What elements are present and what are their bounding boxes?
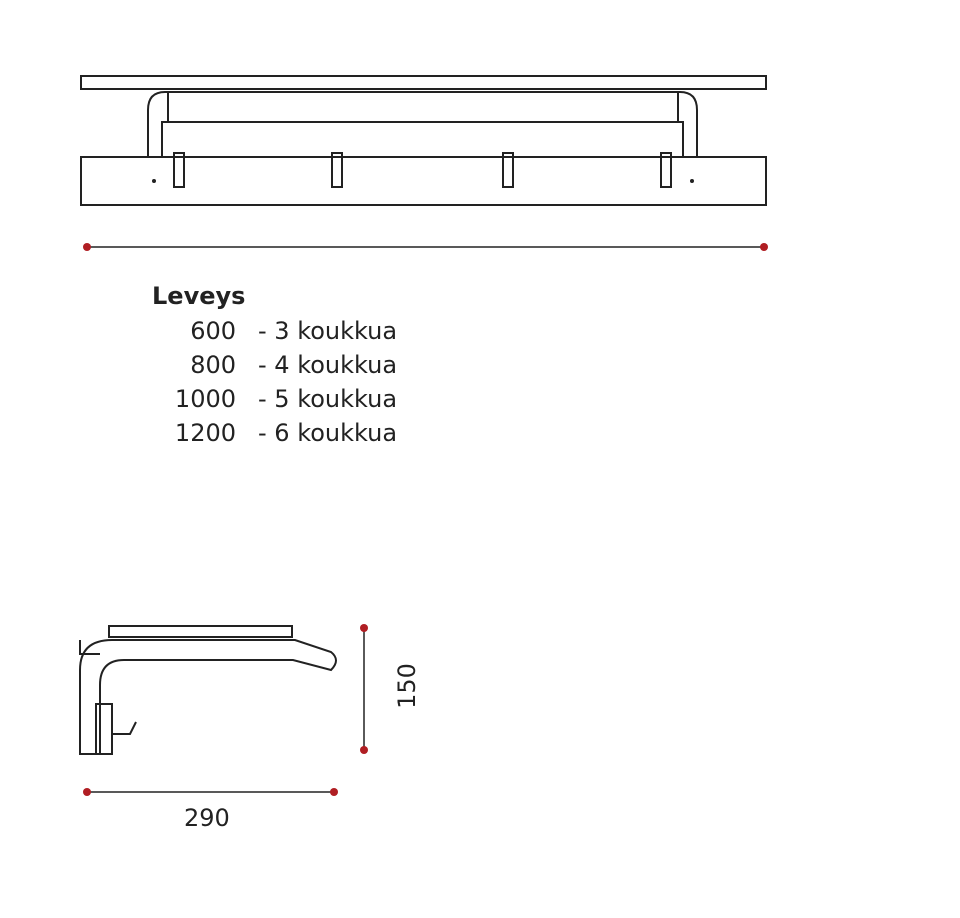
hook xyxy=(660,152,672,188)
depth-dimension xyxy=(83,788,338,796)
dimension-dot xyxy=(360,746,368,754)
spec-hooks: - 3 koukkua xyxy=(258,317,398,345)
spec-row: 600 - 3 koukkua xyxy=(152,314,397,348)
front-shelf-top xyxy=(80,75,767,90)
spec-hooks: - 4 koukkua xyxy=(258,351,398,379)
spec-width: 800 xyxy=(190,351,236,379)
height-dimension xyxy=(360,624,368,754)
width-spec-table: Leveys 600 - 3 koukkua 800 - 4 koukkua 1… xyxy=(152,282,397,450)
spec-hooks: - 5 koukkua xyxy=(258,385,398,413)
depth-label: 290 xyxy=(184,804,230,832)
dimension-dot xyxy=(83,243,91,251)
hook xyxy=(331,152,343,188)
screw-hole-right xyxy=(690,179,694,183)
hook xyxy=(173,152,185,188)
spec-width: 600 xyxy=(190,317,236,345)
front-view xyxy=(80,75,767,206)
dimension-dot xyxy=(83,788,91,796)
front-hooks xyxy=(173,152,672,188)
width-dimension xyxy=(83,243,768,251)
dimension-dot xyxy=(360,624,368,632)
screw-hole-left xyxy=(152,179,156,183)
hook xyxy=(502,152,514,188)
spec-width: 1200 xyxy=(174,419,236,447)
side-bracket xyxy=(79,639,337,755)
dimension-dot xyxy=(330,788,338,796)
spec-row: 1000 - 5 koukkua xyxy=(152,382,397,416)
side-shelf xyxy=(108,625,293,638)
spec-title: Leveys xyxy=(152,282,246,310)
spec-hooks: - 6 koukkua xyxy=(258,419,398,447)
spec-width: 1000 xyxy=(174,385,236,413)
front-hook-board xyxy=(80,156,767,206)
front-rail xyxy=(147,91,698,157)
spec-row: 800 - 4 koukkua xyxy=(152,348,397,382)
side-hook xyxy=(112,721,137,735)
height-label: 150 xyxy=(393,663,421,709)
side-hook-block xyxy=(95,703,113,755)
side-view xyxy=(79,625,337,755)
dimension-dot xyxy=(760,243,768,251)
spec-row: 1200 - 6 koukkua xyxy=(152,416,397,450)
